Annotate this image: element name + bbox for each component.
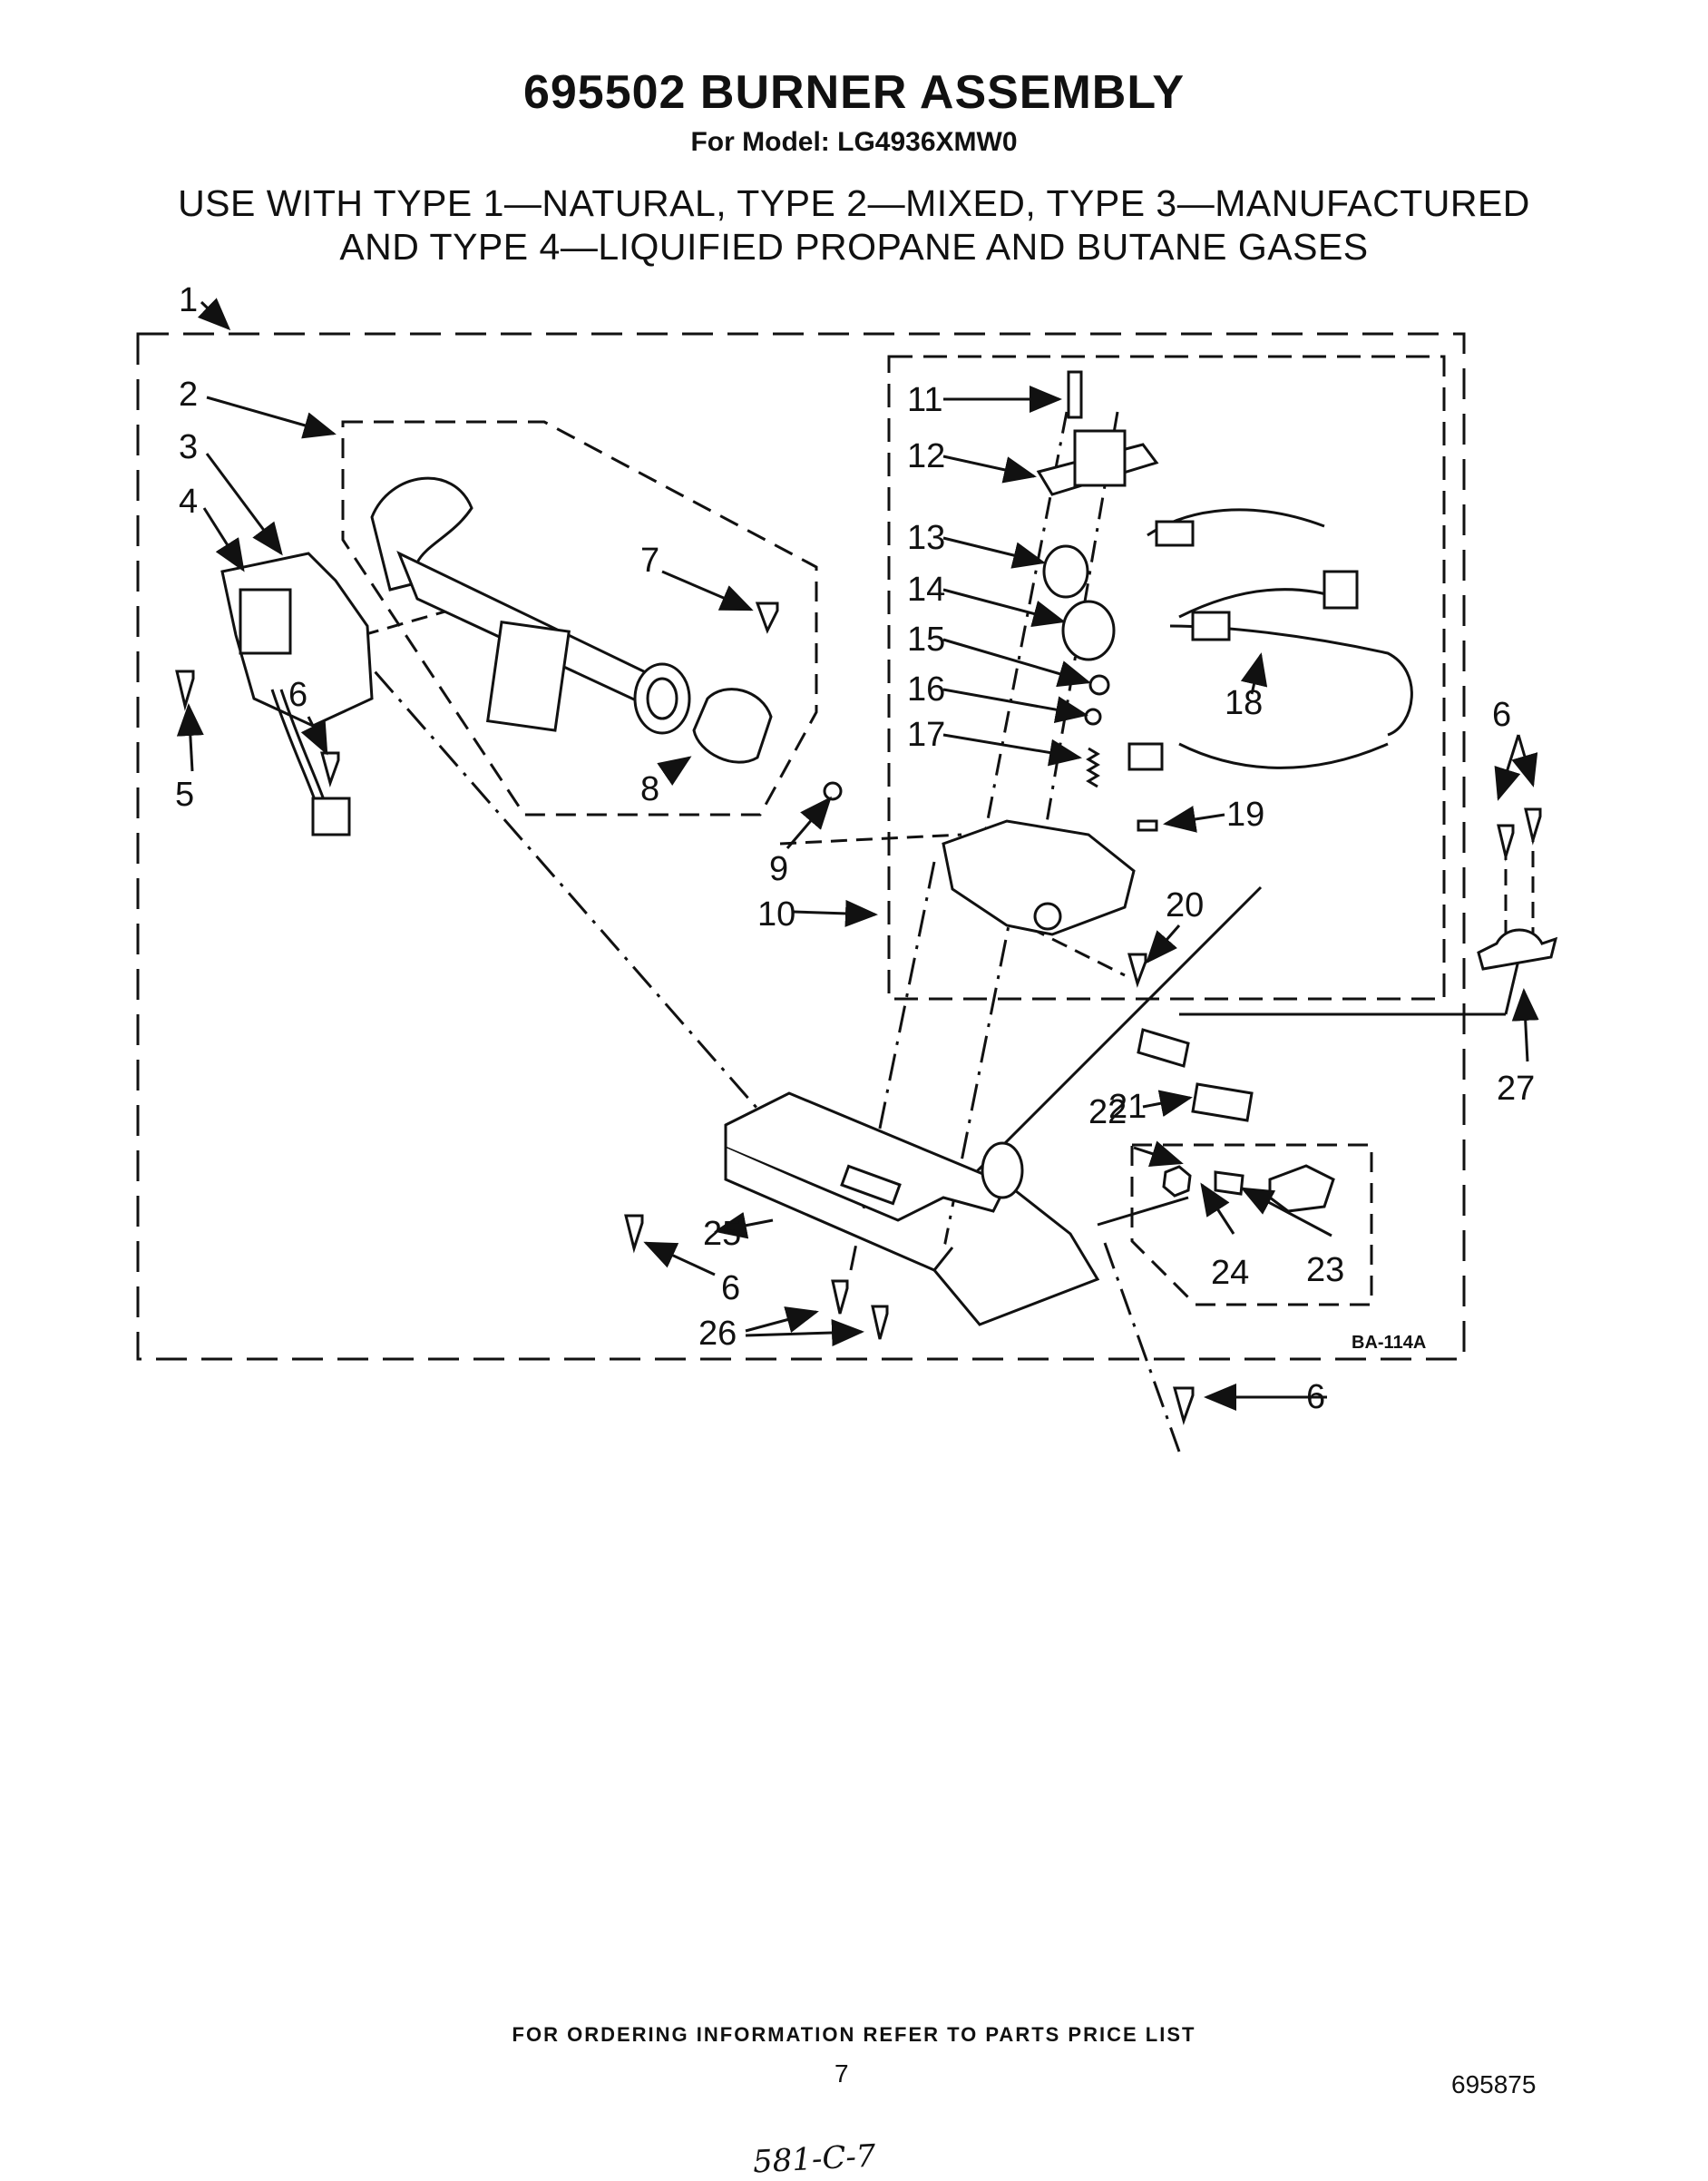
callout-8: 8 [640,770,659,808]
elbow-fitting [1268,1164,1335,1213]
callout-6c: 6 [1306,1378,1325,1416]
valve-body [942,819,1136,936]
screw-set [175,601,1542,1425]
callout-6d: 6 [1492,696,1511,734]
document-number: 695875 [1451,2070,1537,2098]
valve-subassembly-frame [887,355,1446,1001]
flare-fitting [1214,1170,1244,1196]
mounting-bracket [724,1091,1100,1326]
handwritten-note: 581-C-7 [752,2137,877,2181]
callout-6a: 6 [288,676,307,714]
callout-20: 20 [1166,886,1204,924]
callout-9: 9 [769,850,788,888]
ordering-footer: FOR ORDERING INFORMATION REFER TO PARTS … [512,2023,1196,2046]
callout-22: 22 [1088,1093,1127,1131]
callout-6b: 6 [721,1269,740,1307]
page-title: 695502 BURNER ASSEMBLY [522,66,1186,119]
callout-10: 10 [757,895,795,934]
callout-27: 27 [1497,1070,1535,1108]
valve-solenoid-stack [1036,370,1159,788]
diagram-reference: BA-114A [1352,1333,1426,1353]
callout-16: 16 [907,670,945,709]
callout-4: 4 [179,483,198,521]
usage-line-1: USE WITH TYPE 1—NATURAL, TYPE 2—MIXED, T… [178,182,1530,224]
callout-7: 7 [640,542,659,580]
callout-11: 11 [907,381,942,419]
callout-24: 24 [1211,1254,1249,1292]
burner-subassembly-outline [341,420,818,817]
callout-labels: 1 2 3 4 5 6 7 8 9 10 11 12 13 14 15 16 1… [175,281,1535,1416]
callout-12: 12 [907,437,945,475]
callout-21: 21 [1108,1088,1147,1126]
usage-note: USE WITH TYPE 1—NATURAL, TYPE 2—MIXED, T… [0,181,1708,269]
callout-23: 23 [1306,1251,1344,1289]
usage-line-2: AND TYPE 4—LIQUIFIED PROPANE AND BUTANE … [339,226,1369,268]
callout-5: 5 [175,776,194,814]
callout-2: 2 [179,376,198,414]
assembly-frame [136,332,1466,1361]
callout-17: 17 [907,716,945,754]
callout-25: 25 [703,1215,741,1253]
callout-18: 18 [1225,684,1263,722]
callout-3: 3 [179,428,198,466]
callout-1: 1 [179,281,198,319]
callout-14: 14 [907,571,945,609]
burner-tube [370,476,691,735]
fitting-kit-outline [1130,1143,1373,1306]
wiring-harness [1127,508,1413,771]
callout-13: 13 [907,519,945,557]
pipe-nipple-2 [1191,1082,1254,1122]
callout-19: 19 [1226,796,1264,834]
pipe-clip [1477,928,1558,971]
hex-nut [1162,1165,1192,1198]
ignitor-bracket [220,552,374,836]
callout-leaders [176,298,1539,1411]
pipe-nipple [1137,1028,1190,1068]
model-line: For Model: LG4936XMW0 [690,127,1018,157]
callout-26: 26 [698,1315,737,1353]
burner-sleeve [692,688,773,764]
page-number: 7 [834,2059,849,2088]
callout-15: 15 [907,621,945,659]
